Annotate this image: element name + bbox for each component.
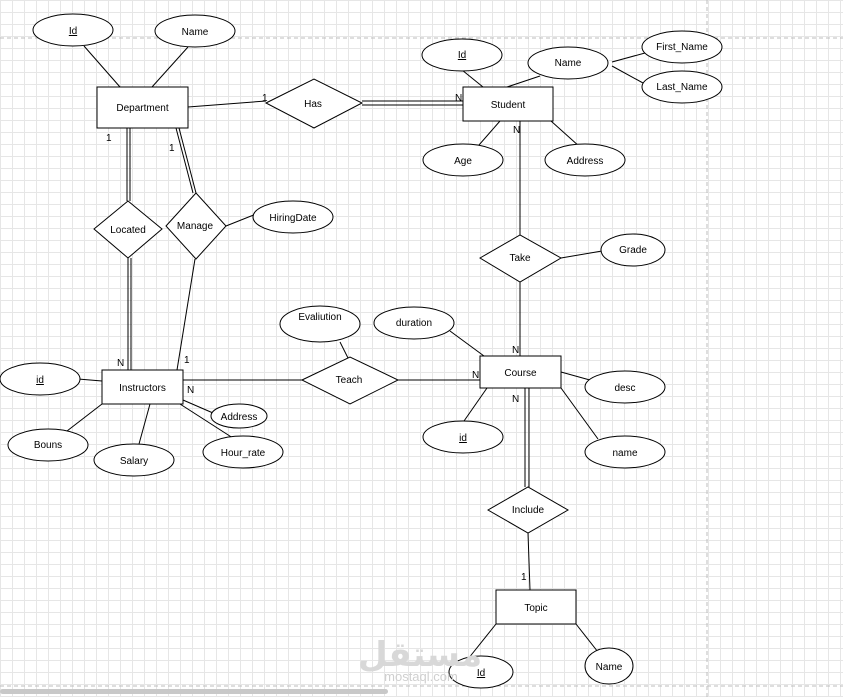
attribute-age[interactable]: Age (422, 143, 504, 177)
attribute-bouns-label: Bouns (34, 440, 62, 451)
horizontal-scrollbar[interactable] (0, 689, 388, 694)
attribute-student-name-label: Name (555, 58, 582, 69)
attribute-hour-rate[interactable]: Hour_rate (202, 435, 284, 469)
watermark-arabic: مستقل (358, 635, 482, 675)
attribute-student-name[interactable]: Name (527, 46, 609, 80)
watermark-latin: mostaql.com (384, 669, 458, 684)
attribute-grade-label: Grade (619, 245, 647, 256)
relationship-has-label: Has (304, 99, 322, 110)
attribute-grade[interactable]: Grade (600, 233, 666, 267)
attribute-first-name[interactable]: First_Name (641, 30, 723, 64)
entity-course-label: Course (504, 368, 537, 379)
cardinality-topic-include: 1 (521, 572, 527, 583)
cardinality-student-take: N (513, 125, 520, 136)
attribute-department-id[interactable]: Id (32, 13, 114, 47)
attribute-salary-label: Salary (120, 456, 148, 467)
attribute-instructor-id-label: id (36, 375, 44, 386)
attribute-topic-name[interactable]: Name (584, 647, 634, 685)
attribute-evaluation-label: Evaliution (298, 312, 341, 323)
relationship-located-label: Located (110, 225, 146, 236)
relationship-located[interactable]: Located (93, 200, 163, 259)
attribute-instructor-id[interactable]: id (0, 362, 81, 396)
entity-student-label: Student (491, 100, 526, 111)
cardinality-dept-located: 1 (106, 133, 112, 144)
attribute-duration[interactable]: duration (373, 306, 455, 340)
attribute-bouns[interactable]: Bouns (7, 428, 89, 462)
attribute-topic-name-label: Name (596, 662, 623, 673)
cardinality-dept-has: 1 (262, 93, 268, 104)
attribute-department-name[interactable]: Name (154, 14, 236, 48)
relationship-manage-label: Manage (177, 221, 214, 232)
attribute-student-address-label: Address (567, 156, 604, 167)
entity-department-label: Department (116, 103, 168, 114)
attribute-instructor-address-label: Address (221, 412, 258, 423)
attribute-course-id[interactable]: id (422, 420, 504, 454)
attribute-desc-label: desc (614, 383, 635, 394)
cardinality-course-take: N (512, 345, 519, 356)
attribute-student-id-label: Id (458, 50, 466, 61)
relationship-has[interactable]: Has (264, 78, 364, 129)
attribute-department-id-label: Id (69, 26, 77, 37)
attribute-desc[interactable]: desc (584, 370, 666, 404)
relationship-include-label: Include (512, 505, 545, 516)
attribute-course-name[interactable]: name (584, 435, 666, 469)
relationship-manage[interactable]: Manage (165, 192, 227, 260)
attribute-department-name-label: Name (182, 27, 209, 38)
attribute-course-id-label: id (459, 433, 467, 444)
attribute-last-name[interactable]: Last_Name (641, 70, 723, 104)
entity-instructors[interactable]: Instructors (101, 369, 184, 405)
attribute-last-name-label: Last_Name (656, 82, 708, 93)
relationship-include[interactable]: Include (486, 486, 570, 534)
attribute-course-name-label: name (612, 448, 637, 459)
relationship-take[interactable]: Take (479, 234, 563, 283)
entity-topic[interactable]: Topic (495, 589, 577, 625)
attribute-topic-id[interactable]: Id (448, 655, 514, 689)
relationship-take-label: Take (509, 253, 531, 264)
cardinality-course-include: N (512, 394, 519, 405)
entity-instructors-label: Instructors (119, 383, 166, 394)
relationship-teach-label: Teach (336, 375, 363, 386)
watermark: مستقل mostaql.com (358, 635, 482, 684)
entity-department[interactable]: Department (96, 86, 189, 129)
attribute-salary[interactable]: Salary (93, 443, 175, 477)
attribute-age-label: Age (454, 156, 472, 167)
cardinality-student-has: N (455, 93, 462, 104)
cardinality-inst-teach: N (187, 385, 194, 396)
attribute-duration-label: duration (396, 318, 432, 329)
attribute-student-address[interactable]: Address (544, 143, 626, 177)
entity-topic-label: Topic (524, 603, 547, 614)
relationship-teach[interactable]: Teach (300, 356, 400, 405)
cardinality-course-teach: N (472, 370, 479, 381)
cardinality-dept-manage: 1 (169, 143, 175, 154)
attribute-instructor-address[interactable]: Address (210, 403, 268, 429)
attribute-hiring-date-label: HiringDate (269, 213, 317, 224)
attribute-topic-id-label: Id (477, 668, 485, 679)
attribute-first-name-label: First_Name (656, 42, 708, 53)
attribute-evaluation[interactable]: Evaliution (279, 305, 361, 343)
cardinality-inst-located: N (117, 358, 124, 369)
attribute-hour-rate-label: Hour_rate (221, 448, 266, 459)
attribute-student-id[interactable]: Id (421, 38, 503, 72)
cardinality-inst-manage: 1 (184, 355, 190, 366)
entity-student[interactable]: Student (462, 86, 554, 122)
attribute-hiring-date[interactable]: HiringDate (252, 200, 334, 234)
cardinality-labels: 1 N 1 1 N N N 1 N N N 1 (106, 93, 527, 583)
entity-course[interactable]: Course (479, 355, 562, 389)
connectors (66, 45, 646, 660)
